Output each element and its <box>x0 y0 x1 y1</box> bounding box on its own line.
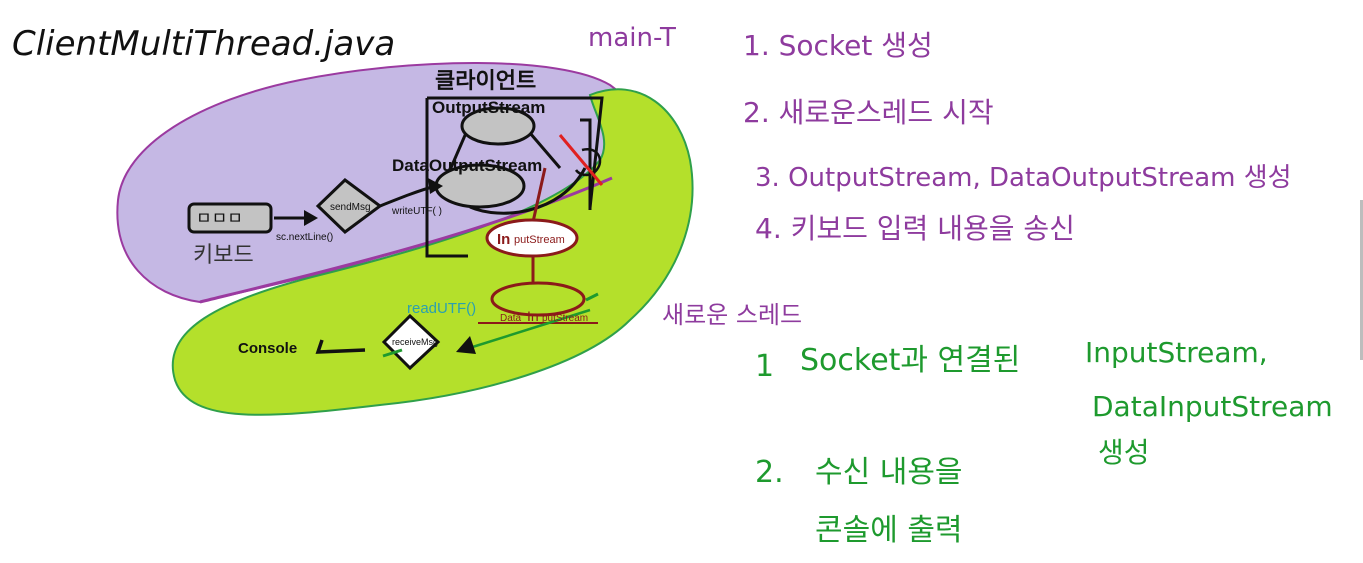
data-input-prefix: Data <box>500 313 522 324</box>
page-title: ClientMultiThread.java <box>12 24 395 64</box>
output-stream-ellipse <box>460 106 536 146</box>
main-thread-label: main-T <box>588 23 676 53</box>
data-input-in: In <box>527 308 539 324</box>
scrollbar-thumb[interactable] <box>1360 200 1363 360</box>
console-label: Console <box>238 340 297 357</box>
input-stream-link <box>531 167 547 223</box>
write-utf-label: writeUTF( ) <box>391 206 442 217</box>
receive-msg-diamond <box>381 313 441 371</box>
arrow-input-to-receive <box>462 308 591 352</box>
connector-line <box>528 132 562 169</box>
keyboard-box <box>187 202 273 234</box>
thread-step-2-number: 2. <box>755 455 784 490</box>
thread-step-2-line2: 콘솔에 출력 <box>815 513 963 548</box>
vertical-scrollbar[interactable] <box>1359 0 1363 563</box>
output-stream-label: OutputStream <box>432 98 545 117</box>
keyboard-keys: ㅁㅁㅁ <box>196 209 243 229</box>
main-step-2: 2. 새로운스레드 시작 <box>743 96 994 129</box>
thread-boundary-line <box>199 176 613 304</box>
keyboard-label: 키보드 <box>193 243 254 268</box>
thread-step-1-number: 1 <box>755 349 774 384</box>
connector-line <box>448 132 468 171</box>
input-stream-prefix: In <box>497 231 510 248</box>
next-line-label: sc.nextLine() <box>276 232 333 243</box>
arrowhead <box>456 336 476 354</box>
green-tick <box>585 292 599 302</box>
thread-step-1-text: Socket과 연결된 <box>800 343 1020 378</box>
thread-step-1-streams-a: InputStream, <box>1085 336 1268 369</box>
input-stream-rest: putStream <box>514 234 565 246</box>
receive-msg-label: receiveMsg <box>392 337 438 347</box>
send-msg-diamond <box>315 178 383 234</box>
thread-step-1-suffix: 생성 <box>1098 436 1150 469</box>
arrowhead <box>304 210 318 226</box>
main-step-1: 1. Socket 생성 <box>743 29 933 62</box>
socket-bracket <box>580 118 592 210</box>
socket-cross <box>558 134 604 186</box>
main-step-3: 3. OutputStream, DataOutputStream 생성 <box>755 163 1292 193</box>
green-underline <box>382 348 403 358</box>
connector-line <box>469 167 587 215</box>
main-step-4: 4. 키보드 입력 내용을 송신 <box>755 212 1075 245</box>
thread-step-2-line1: 수신 내용을 <box>815 455 963 490</box>
arrowhead <box>428 178 443 194</box>
data-input-stream-ellipse <box>490 281 586 317</box>
arrow-receive-to-console <box>315 339 366 354</box>
data-input-rest: putStream <box>542 313 588 324</box>
new-thread-label: 새로운 스레드 <box>662 301 802 329</box>
data-output-stream-label: DataOutputStream <box>392 156 542 175</box>
read-utf-label: readUTF() <box>407 300 476 317</box>
thread-step-1-streams-b: DataInputStream <box>1092 390 1333 423</box>
client-title: 클라이언트 <box>435 68 536 93</box>
send-msg-label: sendMsg <box>330 202 371 213</box>
